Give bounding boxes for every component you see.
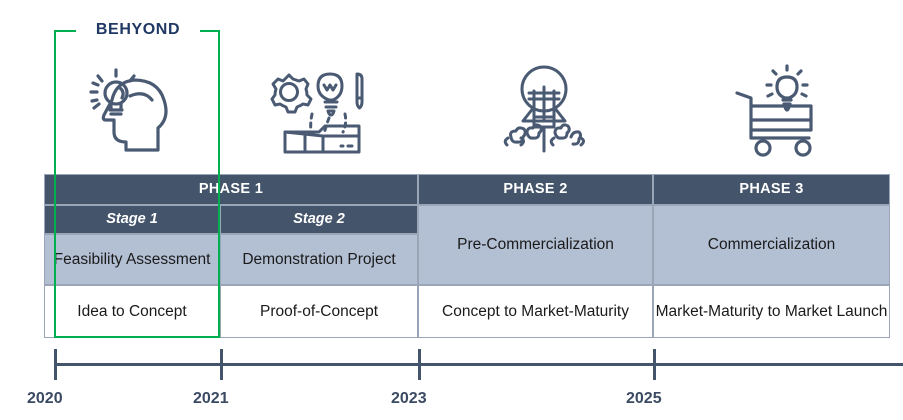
box-with-gear-bulb-pencil-icon (260, 52, 380, 168)
timeline-tick-2020 (54, 349, 57, 380)
timeline-year-label-3: 2023 (391, 390, 427, 407)
behyond-label: BEHYOND (95, 21, 181, 38)
phase-table: PHASE 1 PHASE 2 PHASE 3 Stage 1 Stage 2 … (44, 174, 890, 338)
timeline-tick-2025 (653, 349, 656, 380)
shopping-cart-with-lightbulb-icon (718, 52, 838, 168)
timeline-tick-2023 (418, 349, 421, 380)
phase-name-pre-commercialization: Pre-Commercialization (418, 205, 653, 285)
timeline-tick-2021 (220, 349, 223, 380)
phase-name-commercialization: Commercialization (653, 205, 890, 285)
timeline-year-label-4: 2025 (626, 390, 662, 407)
phase-header-1: PHASE 1 (44, 174, 418, 205)
phase-desc-market-maturity-to-market-launch: Market-Maturity to Market Launch (653, 285, 890, 338)
head-with-lightbulb-icon (72, 52, 192, 168)
timeline-axis (54, 363, 903, 366)
phase-name-demonstration-project: Demonstration Project (220, 234, 418, 285)
phase-header-2: PHASE 2 (418, 174, 653, 205)
phase-header-3: PHASE 3 (653, 174, 890, 205)
timeline-year-label-1: 2020 (27, 390, 63, 407)
stage-header-2: Stage 2 (220, 205, 418, 234)
timeline-year-label-2: 2021 (193, 390, 229, 407)
phase-name-feasibility-assessment: Feasibility Assessment (44, 234, 220, 285)
phase-desc-proof-of-concept: Proof-of-Concept (220, 285, 418, 338)
lightbulb-rocket-launch-icon (484, 52, 604, 168)
phase-desc-idea-to-concept: Idea to Concept (44, 285, 220, 338)
phase-desc-concept-to-market-maturity: Concept to Market-Maturity (418, 285, 653, 338)
stage-header-1: Stage 1 (44, 205, 220, 234)
